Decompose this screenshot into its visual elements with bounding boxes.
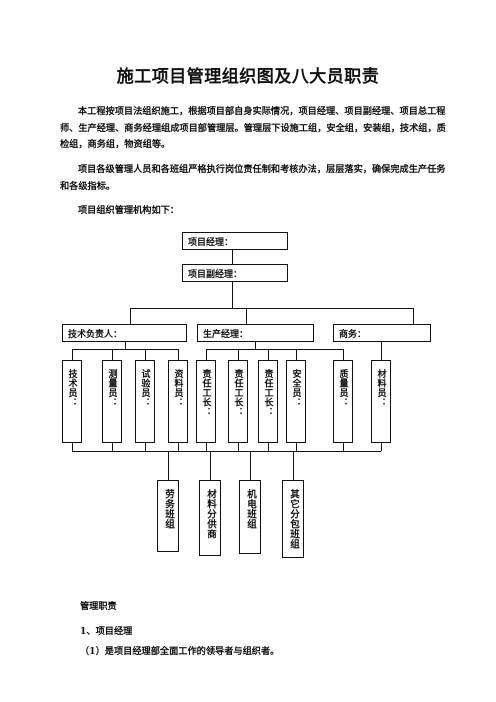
connector xyxy=(293,451,294,480)
connector xyxy=(268,349,269,360)
team-box: 劳务班组 xyxy=(157,480,179,552)
connector xyxy=(206,349,343,350)
team-box: 机电班组 xyxy=(239,480,261,554)
manager-box: 项目经理： xyxy=(182,232,288,250)
staff-label: 试验员： xyxy=(139,369,150,407)
connector xyxy=(145,443,146,451)
staff-box: 安全员： xyxy=(286,360,306,443)
connector xyxy=(268,443,269,451)
connector xyxy=(210,451,211,480)
connector xyxy=(413,308,414,324)
connector xyxy=(246,308,247,324)
connector xyxy=(232,282,233,308)
staff-box: 试验员： xyxy=(135,360,155,443)
connector xyxy=(238,349,239,360)
connector xyxy=(206,443,207,451)
connector xyxy=(296,349,297,360)
staff-box: 材料员： xyxy=(371,360,391,443)
duty-item-1-1: （1）是项目经理部全面工作的领导者与组织者。 xyxy=(80,646,280,657)
staff-box: 资料员： xyxy=(168,360,188,443)
connector xyxy=(72,349,73,360)
tech-head-box: 技术负责人： xyxy=(62,324,187,342)
connector xyxy=(72,349,178,350)
deputy-label: 项目副经理： xyxy=(188,269,243,280)
staff-label: 责任工长： xyxy=(200,369,211,417)
team-label: 其它分包班组 xyxy=(288,489,299,549)
connector xyxy=(72,443,73,451)
connector xyxy=(168,451,169,480)
staff-label: 质量员： xyxy=(337,369,348,407)
staff-label: 技术员： xyxy=(66,369,77,407)
intro-paragraph-3: 项目组织管理机构如下： xyxy=(78,205,180,216)
staff-label: 材料员： xyxy=(375,369,386,407)
production-manager-label: 生产经理： xyxy=(203,329,249,340)
staff-box: 质量员： xyxy=(333,360,353,443)
staff-box: 责任工长： xyxy=(196,360,216,443)
connector xyxy=(343,349,344,360)
staff-label: 安全员： xyxy=(290,369,301,407)
team-box: 材料分供商 xyxy=(199,480,221,556)
team-box: 其它分包班组 xyxy=(282,480,304,558)
connector xyxy=(178,443,179,451)
connector xyxy=(130,308,131,324)
intro-paragraph-1: 本工程按项目法组织施工，根据项目部自身实际情况，项目经理、项目副经理、项目总工程… xyxy=(60,106,446,150)
staff-box: 技术员： xyxy=(62,360,82,443)
staff-label: 测量员： xyxy=(106,369,117,407)
commerce-label: 商务： xyxy=(339,329,367,340)
connector xyxy=(130,308,413,309)
duties-heading: 管理职责 xyxy=(80,601,117,612)
staff-box: 责任工长： xyxy=(258,360,278,443)
connector xyxy=(72,451,381,452)
production-manager-box: 生产经理： xyxy=(197,324,314,342)
deputy-box: 项目副经理： xyxy=(182,264,288,282)
connector xyxy=(255,342,256,349)
connector xyxy=(296,443,297,451)
connector xyxy=(112,443,113,451)
staff-label: 资料员： xyxy=(172,369,183,407)
staff-label: 责任工长： xyxy=(232,369,243,417)
connector xyxy=(206,349,207,360)
intro-paragraph-2: 项目各级管理人员和各班组严格执行岗位责任制和考核办法，层层落实，确保完成生产任务… xyxy=(60,164,446,192)
connector xyxy=(343,443,344,451)
staff-box: 测量员： xyxy=(102,360,122,443)
connector xyxy=(381,342,382,360)
connector xyxy=(178,349,179,360)
team-label: 材料分供商 xyxy=(205,489,216,539)
connector xyxy=(238,443,239,451)
page-title: 施工项目管理组织图及八大员职责 xyxy=(116,67,380,87)
connector xyxy=(145,349,146,360)
manager-label: 项目经理： xyxy=(188,237,234,248)
team-label: 机电班组 xyxy=(245,489,256,529)
connector xyxy=(112,349,113,360)
connector xyxy=(381,443,382,451)
connector xyxy=(125,342,126,349)
staff-box: 责任工长： xyxy=(228,360,248,443)
duty-item-1: 1、项目经理 xyxy=(80,626,133,637)
tech-head-label: 技术负责人： xyxy=(68,329,123,340)
staff-label: 责任工长： xyxy=(262,369,273,417)
connector xyxy=(232,250,233,264)
team-label: 劳务班组 xyxy=(163,489,174,529)
connector xyxy=(250,451,251,480)
commerce-box: 商务： xyxy=(333,324,431,342)
